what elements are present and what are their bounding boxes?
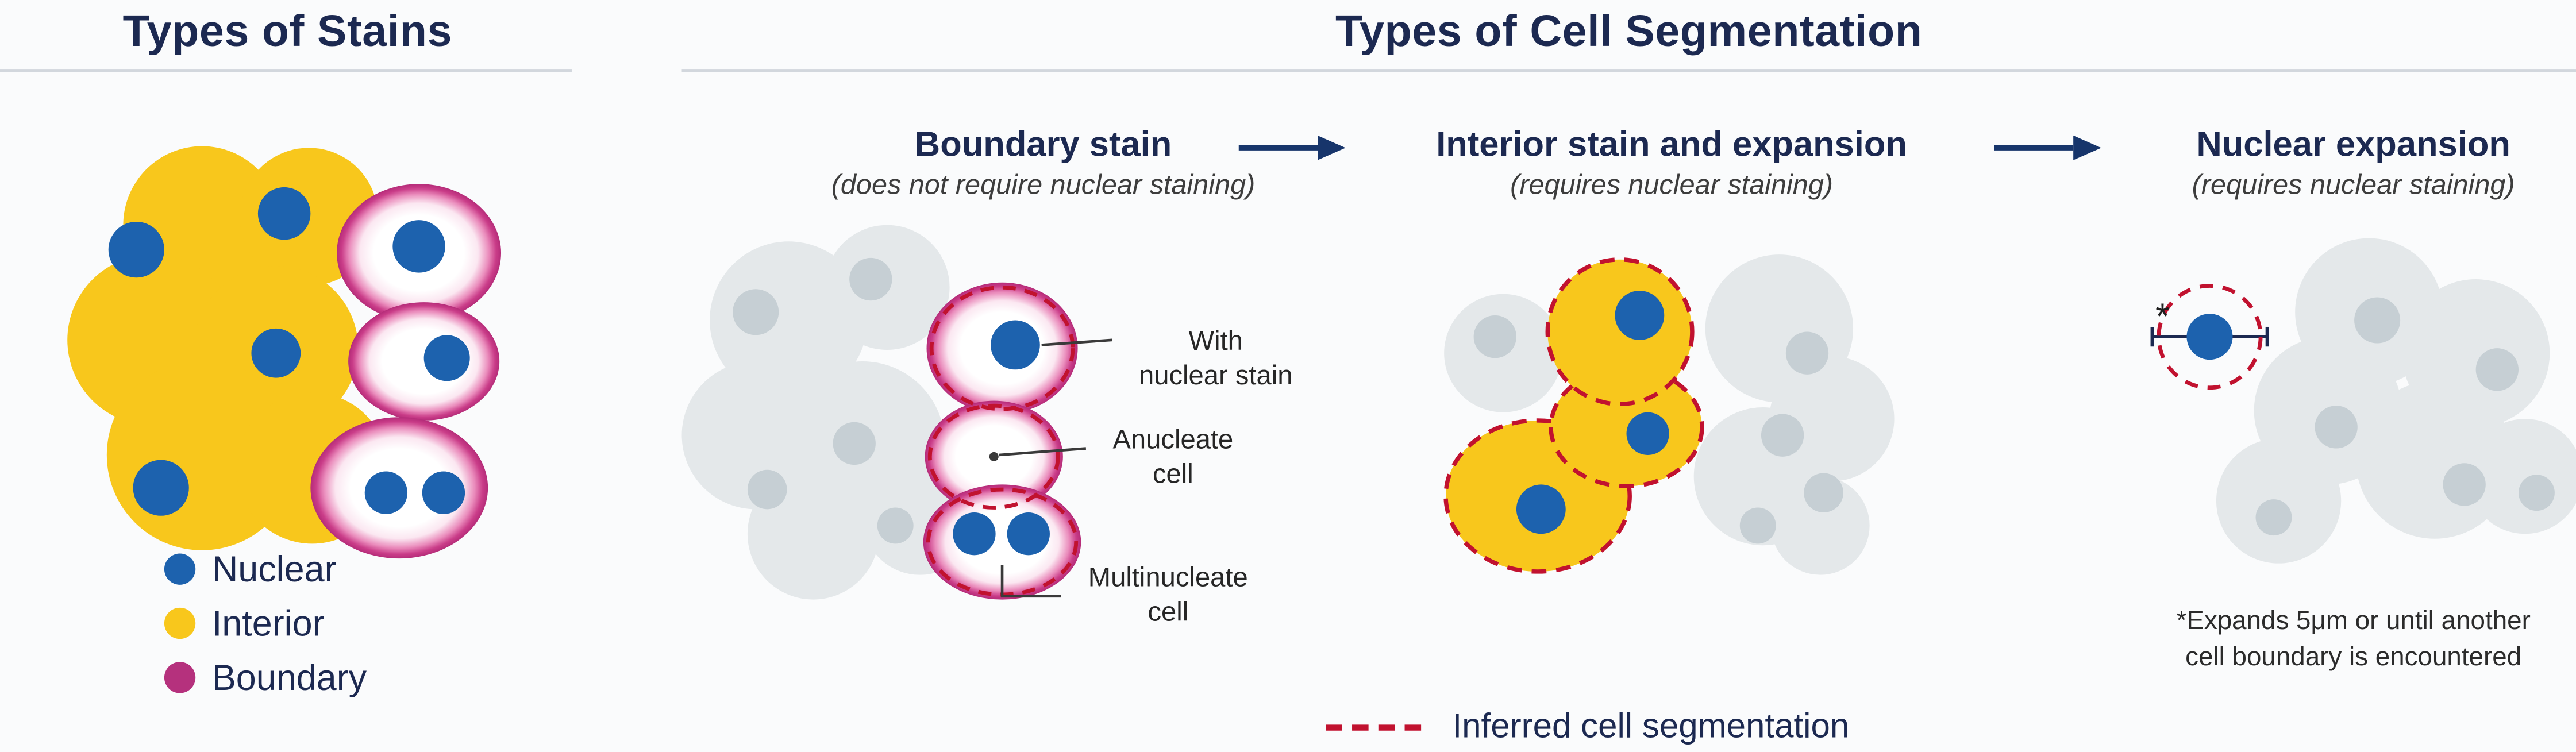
panel-subtitle-boundary-stain: (does not require nuclear staining) [831,169,1256,200]
callout-line: nuclear stain [1138,361,1293,391]
segmentation-title-divider [681,69,2576,72]
inferred-segmentation-circle [2157,284,2263,390]
stained-nuclei [1516,291,1669,534]
nuclear-dot-icon [164,553,196,585]
callout-line: cell [1152,460,1193,490]
stains-section-title: Types of Stains [122,6,453,56]
arrow-right-icon [1238,135,1346,160]
nuclear-expansion-illustration: * [2150,238,2576,564]
legend-label-nuclear: Nuclear [211,547,337,589]
interior-cell-nuclei [108,187,311,516]
footnote-line: cell boundary is encountered [2185,643,2522,671]
callout-multinucleate-cell: Multinucleate cell [1060,562,1276,631]
legend-row-nuclear: Nuclear [164,542,367,596]
interior-stain-illustration [1443,254,1895,575]
segmentation-section-title: Types of Cell Segmentation [1335,6,1923,56]
panel-subtitle-interior-stain: (requires nuclear staining) [1510,169,1834,200]
panel-title-interior-stain: Interior stain and expansion [1436,125,1908,164]
legend-label-interior: Interior [211,601,325,643]
callout-line: Anucleate [1112,425,1234,455]
legend-label-boundary: Boundary [211,656,367,697]
expansion-asterisk: * [2155,296,2169,337]
background-cell-nuclei [2255,297,2555,536]
expanding-nucleus [2186,314,2233,360]
boundary-cell-nuclei [364,220,470,514]
stains-legend: Nuclear Interior Boundary [164,542,367,705]
boundary-stain-illustration [681,225,1112,600]
footnote-line: *Expands 5μm or until another [2176,607,2531,636]
callout-line: Multinucleate [1088,563,1248,593]
legend-row-interior: Interior [164,596,367,650]
callout-leader-lines [999,338,1112,598]
boundary-dot-icon [164,662,196,693]
dashed-line-icon [1326,724,1424,731]
callout-line: cell [1148,597,1189,628]
legend-row-boundary: Boundary [164,650,367,704]
stains-illustration [67,146,502,559]
callout-line: With [1188,326,1243,357]
segmentation-legend-label: Inferred cell segmentation [1452,708,1850,746]
background-cell-nuclei [1473,315,1843,544]
callout-with-nuclear-stain: With nuclear stain [1114,325,1318,394]
panel-subtitle-nuclear-expansion: (requires nuclear staining) [2192,169,2515,200]
panel-title-nuclear-expansion: Nuclear expansion [2196,125,2510,164]
stains-title-divider [0,69,572,72]
background-cell-nuclei [733,257,914,544]
panel-title-boundary-stain: Boundary stain [914,125,1172,164]
unstained-background-cells [681,225,978,600]
expansion-footnote: *Expands 5μm or until another cell bound… [2119,604,2576,675]
anucleate-marker-dot [989,452,999,461]
callout-anucleate-cell: Anucleate cell [1084,424,1262,493]
arrow-right-icon [1994,135,2101,160]
interior-dot-icon [164,607,196,639]
stained-nuclei [953,320,1050,556]
segmentation-legend: Inferred cell segmentation [1324,708,1849,747]
